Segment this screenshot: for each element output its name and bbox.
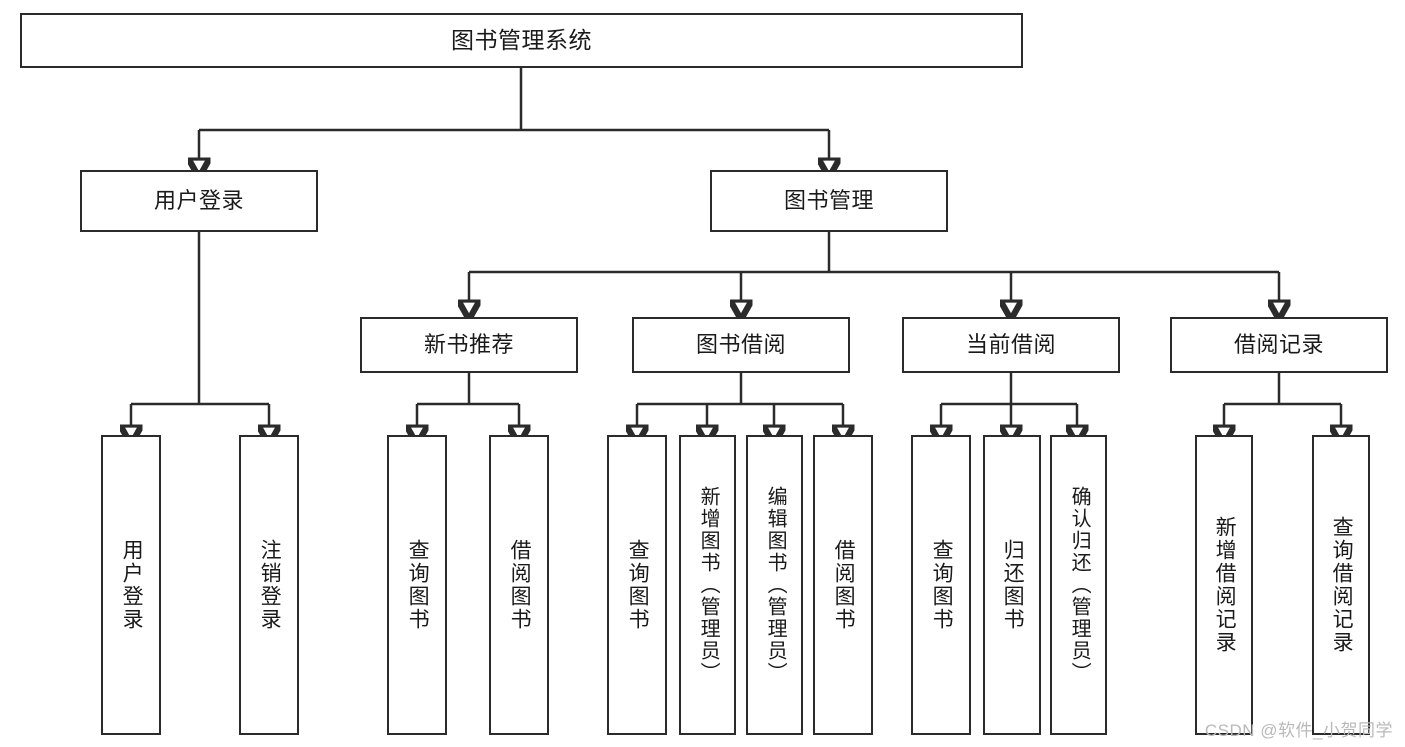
node-label: 新增图书（管理员） [697,486,720,684]
node-label: 借阅图书 [508,539,532,631]
node-new-book-recommend[interactable]: 新书推荐 [360,317,578,373]
node-label: 查询借阅记录 [1330,516,1354,654]
leaf-current-borrow-confirm-return-admin[interactable]: 确认归还（管理员） [1050,435,1107,735]
leaf-borrow-record-add-record[interactable]: 新增借阅记录 [1195,435,1253,735]
csdn-watermark: CSDN @软件_小贺同学 [1204,721,1393,740]
node-label: 图书借阅 [695,332,786,358]
node-root-book-management-system[interactable]: 图书管理系统 [20,13,1023,68]
node-user-login[interactable]: 用户登录 [80,170,318,232]
node-label: 用户登录 [120,539,144,631]
leaf-current-borrow-return-book[interactable]: 归还图书 [983,435,1041,735]
leaf-new-book-query-book[interactable]: 查询图书 [387,435,447,735]
node-label: 当前借阅 [965,332,1056,358]
leaf-current-borrow-query-book[interactable]: 查询图书 [911,435,971,735]
node-book-management[interactable]: 图书管理 [710,170,948,232]
node-label: 查询图书 [406,539,430,631]
node-label: 借阅记录 [1233,332,1324,358]
leaf-borrow-record-query-record[interactable]: 查询借阅记录 [1312,435,1370,735]
node-label: 注销登录 [258,539,282,631]
leaf-user-login-logout[interactable]: 注销登录 [239,435,299,735]
node-book-borrow[interactable]: 图书借阅 [632,317,850,373]
node-label: 图书管理系统 [451,26,592,53]
leaf-book-borrow-edit-book-admin[interactable]: 编辑图书（管理员） [746,435,803,735]
node-label: 新增借阅记录 [1213,516,1237,654]
node-current-borrow[interactable]: 当前借阅 [902,317,1120,373]
node-label: 借阅图书 [832,539,856,631]
node-label: 编辑图书（管理员） [764,486,787,684]
leaf-new-book-borrow-book[interactable]: 借阅图书 [489,435,549,735]
node-label: 图书管理 [783,188,874,214]
node-label: 新书推荐 [423,332,514,358]
leaf-book-borrow-query-book[interactable]: 查询图书 [607,435,667,735]
node-borrow-record[interactable]: 借阅记录 [1170,317,1388,373]
node-label: 确认归还（管理员） [1068,486,1091,684]
leaf-user-login-login[interactable]: 用户登录 [101,435,161,735]
leaf-book-borrow-borrow-book[interactable]: 借阅图书 [813,435,873,735]
node-label: 归还图书 [1001,539,1025,631]
node-label: 查询图书 [930,539,954,631]
node-label: 用户登录 [153,188,244,214]
node-label: 查询图书 [626,539,650,631]
leaf-book-borrow-add-book-admin[interactable]: 新增图书（管理员） [679,435,736,735]
